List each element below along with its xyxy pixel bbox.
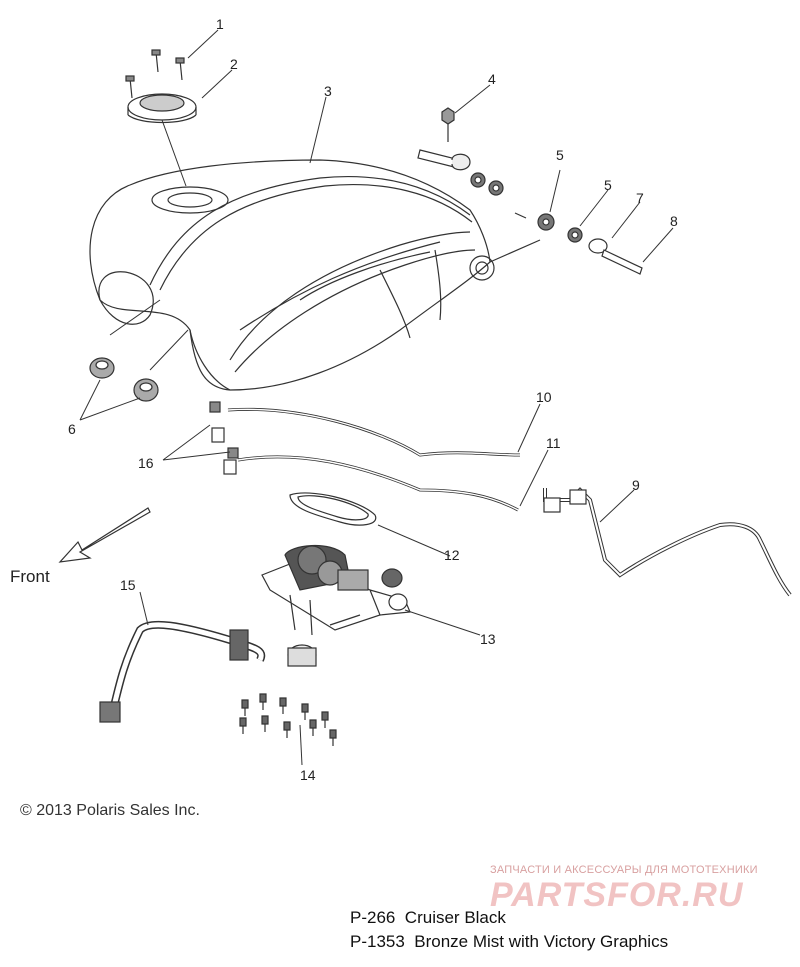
pump-screws: [239, 693, 337, 746]
filler-cap: [127, 93, 197, 124]
callout-5b: 5: [604, 177, 612, 193]
watermark-logo: PARTSFOR.RU: [490, 876, 744, 914]
front-label: Front: [10, 567, 50, 586]
mount-hardware: [417, 107, 643, 275]
vent-lines: [209, 401, 521, 512]
callout-2: 2: [230, 56, 238, 72]
callout-1: 1: [216, 16, 224, 32]
callout-4: 4: [488, 71, 496, 87]
callout-12: 12: [444, 547, 460, 563]
watermark-tagline: ЗАПЧАСТИ И АКСЕССУАРЫ ДЛЯ МОТОТЕХНИКИ: [490, 864, 758, 876]
callout-14: 14: [300, 767, 316, 783]
grommets: [89, 299, 189, 402]
callout-13: 13: [480, 631, 496, 647]
front-arrow: [58, 507, 151, 563]
leader-lines: [79, 29, 674, 766]
copyright-notice: © 2013 Polaris Sales Inc.: [20, 802, 200, 819]
footer-line-1: P-266 Cruiser Black: [350, 908, 506, 927]
callout-11: 11: [546, 435, 561, 451]
fuel-line: [99, 620, 266, 723]
callout-labels: 1 2 3 4 5 5 6 7 8 9 10 11 12 13 14 15 16…: [10, 16, 678, 783]
crossover-hose: [543, 487, 792, 597]
footer-line-2: P-1353 Bronze Mist with Victory Graphics: [350, 932, 669, 951]
callout-10: 10: [536, 389, 552, 405]
callout-15: 15: [120, 577, 136, 593]
callout-9: 9: [632, 477, 640, 493]
callout-8: 8: [670, 213, 678, 229]
callout-16: 16: [138, 455, 154, 471]
callout-6: 6: [68, 421, 76, 437]
callout-7: 7: [636, 190, 644, 206]
callout-5a: 5: [556, 147, 564, 163]
gasket: [289, 492, 377, 526]
fuel-pump: [261, 544, 411, 667]
cap-bolts: [125, 49, 187, 187]
callout-3: 3: [324, 83, 332, 99]
fuel-tank: [89, 159, 495, 391]
